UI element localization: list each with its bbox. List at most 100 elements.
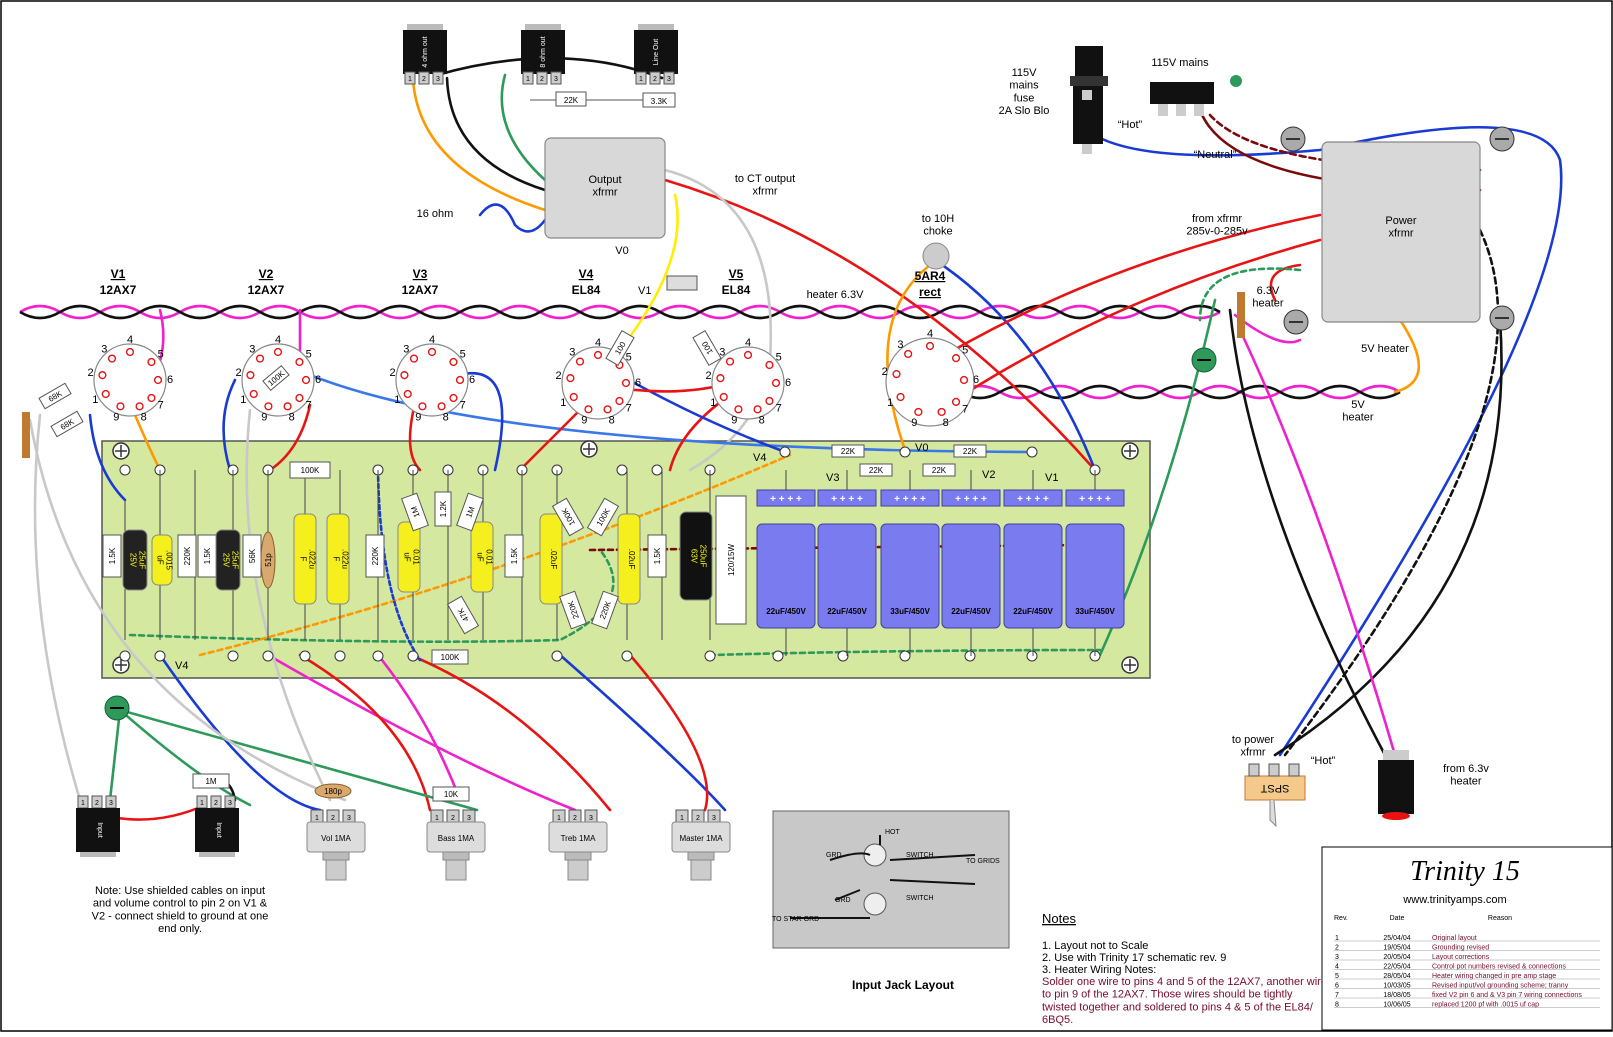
jack-pin-label: 2 <box>653 76 657 83</box>
socket-pin <box>255 354 265 363</box>
rev-header: Rev. <box>1334 915 1348 922</box>
v5-terminal <box>666 275 698 291</box>
socket-pin <box>116 402 125 411</box>
hot2-label: “Hot” <box>1311 755 1336 767</box>
jack-label: Line Out <box>653 39 660 66</box>
rev-reason: Control pot numbers revised & connection… <box>1432 964 1566 971</box>
filter-cap-plus: + + + + <box>955 494 987 505</box>
socket-pin-label: 3 <box>249 343 255 355</box>
filter-cap-label: 33uF/450V <box>890 607 930 616</box>
rev-number: 4 <box>1335 964 1339 971</box>
input-pin-label: 3 <box>228 800 232 807</box>
turret <box>899 650 911 662</box>
rev-date: 10/03/05 <box>1383 983 1410 990</box>
cap-02-a-label: .02uF <box>549 549 558 570</box>
pot-pin-label: 2 <box>331 815 335 822</box>
socket-pin-label: 9 <box>415 412 421 424</box>
cap-02-b: .02uF <box>617 513 641 605</box>
ijl-to-grids: TO GRIDS <box>966 858 1000 865</box>
cap-001-b-label: 0.01uF <box>475 549 493 565</box>
socket-pin <box>101 389 110 399</box>
resistor-56k-label: 56K <box>248 548 257 563</box>
note-item: 2. Use with Trinity 17 schematic rev. 9 <box>1042 952 1226 964</box>
resistor-220k-a-label: 220K <box>183 546 192 565</box>
resistor-22k-top-b: 22K <box>859 463 893 477</box>
socket-pin <box>418 402 427 411</box>
socket-pin-label: 8 <box>141 412 147 424</box>
rev-reason: Layout corrections <box>1432 954 1490 961</box>
mains-socket <box>1150 75 1242 116</box>
socket-pin <box>301 375 311 385</box>
socket-pin-label: 2 <box>88 367 94 379</box>
filter-cap-4: + + + +22uF/450V <box>941 470 1001 656</box>
turret <box>964 650 976 662</box>
resistor-22k-top-a-label: 22K <box>841 447 856 456</box>
pot-pin-label: 1 <box>680 815 684 822</box>
turret <box>621 650 633 662</box>
tube-id-label: V5 <box>729 267 744 281</box>
socket-pin <box>951 397 961 406</box>
socket-pin-label: 6 <box>635 377 641 389</box>
title-block-url: www.trinityamps.com <box>1402 894 1506 906</box>
note-detail: Solder one wire to pins 4 and 5 of the 1… <box>1042 976 1327 1026</box>
tube-type-label: 12AX7 <box>402 283 439 297</box>
filter-cap-label: 22uF/450V <box>766 607 806 616</box>
spst-pins <box>1248 763 1300 777</box>
cap-25uf-b-label: 25uF25V <box>221 551 239 569</box>
rev-number: 7 <box>1335 992 1339 999</box>
jack-pin-label: 3 <box>436 76 440 83</box>
socket-pin-label: 4 <box>127 334 133 346</box>
resistor-100k-b-label: 100K <box>441 653 460 662</box>
tube-id-label: rect <box>919 285 941 299</box>
socket-pin <box>925 341 935 351</box>
cap-180p-label: 180p <box>324 787 342 796</box>
filter-cap-2: + + + +22uF/450V <box>817 470 877 656</box>
socket-pin-label: 7 <box>626 403 632 415</box>
pot-pin-label: 2 <box>573 815 577 822</box>
tube-id-label: V3 <box>413 267 428 281</box>
v1-board-label: V1 <box>1045 472 1058 484</box>
v4-left-label: V4 <box>175 660 188 672</box>
resistor-22k-top-b-label: 22K <box>869 466 884 475</box>
jack-pin-label: 3 <box>667 76 671 83</box>
socket-pin <box>249 389 258 399</box>
socket-pin-label: 5 <box>306 348 312 360</box>
rev-date: 22/05/04 <box>1383 964 1410 971</box>
v2-board-label: V2 <box>982 469 995 481</box>
ijl-switch: SWITCH <box>906 852 934 859</box>
socket-pin-label: 5 <box>962 344 968 356</box>
ijl-switch2: SWITCH <box>906 895 934 902</box>
socket-pin-label: 7 <box>460 400 466 412</box>
turret <box>407 650 419 662</box>
pot-pin-label: 3 <box>347 815 351 822</box>
socket-pin <box>892 369 901 379</box>
turret <box>119 650 131 662</box>
socket-pin-label: 6 <box>315 374 321 386</box>
socket-pin <box>400 371 409 380</box>
resistor-220k-b: 220K <box>365 534 385 578</box>
ohm16-label: 16 ohm <box>417 208 454 220</box>
tube-type-label: EL84 <box>722 283 751 297</box>
pot-pin-label: 2 <box>451 815 455 822</box>
tube-type-label: EL84 <box>572 283 601 297</box>
xfrmr-bolts <box>1280 126 1515 335</box>
resistor-1k5-a-label: 1.5K <box>108 547 117 564</box>
socket-pin <box>896 392 905 402</box>
v4-board-label: V4 <box>753 452 766 464</box>
resistor-100k-a-label: 100K <box>301 466 320 475</box>
socket-pin <box>246 371 255 380</box>
socket-pin <box>403 389 412 399</box>
socket-pin-label: 7 <box>306 400 312 412</box>
socket-pin <box>449 393 458 403</box>
rev-number: 5 <box>1335 973 1339 980</box>
socket-pin <box>455 375 465 385</box>
heater-twisted-wire <box>19 304 1401 400</box>
v5heater-label: 5V heater <box>1361 343 1409 355</box>
socket-pin-label: 5 <box>158 348 164 360</box>
socket-pin-label: 3 <box>101 343 107 355</box>
